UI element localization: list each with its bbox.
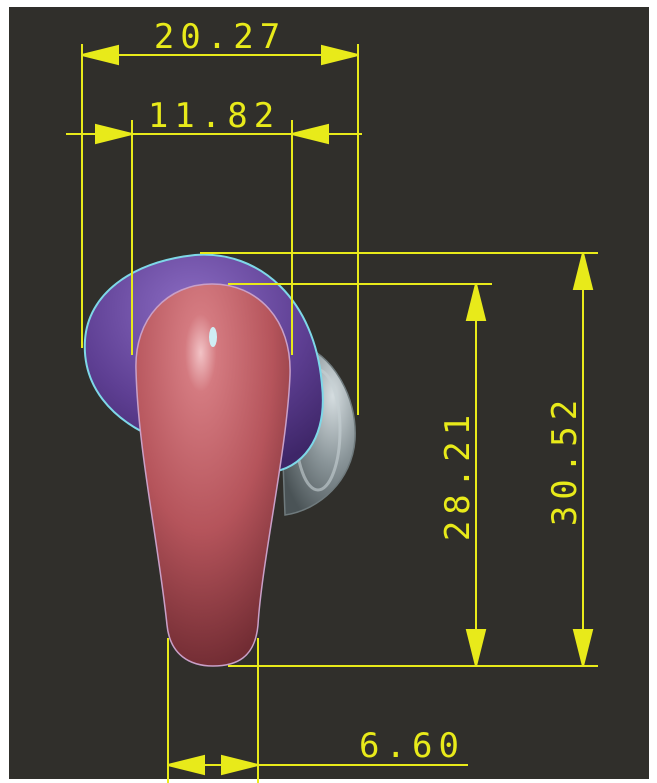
dim-label-30-52: 30.52 bbox=[545, 394, 585, 526]
earbud-model bbox=[83, 253, 356, 667]
arrow-6-60-right bbox=[221, 754, 259, 776]
dimension-lines bbox=[66, 44, 598, 783]
arrow-11-82-left bbox=[95, 123, 133, 145]
arrow-30-52-bottom bbox=[572, 629, 594, 667]
arrow-20-27-right bbox=[321, 44, 359, 66]
arrow-28-21-bottom bbox=[465, 629, 487, 667]
arrow-11-82-right bbox=[291, 123, 329, 145]
arrow-6-60-left bbox=[167, 754, 205, 776]
arrow-28-21-top bbox=[465, 283, 487, 321]
dimension-labels: 20.27 11.82 30.52 28.21 6.60 bbox=[148, 17, 585, 766]
red-stem-part bbox=[135, 283, 291, 667]
dim-label-20-27: 20.27 bbox=[154, 17, 286, 57]
dim-label-11-82: 11.82 bbox=[148, 96, 280, 136]
dim-label-28-21: 28.21 bbox=[438, 409, 478, 541]
arrow-20-27-left bbox=[81, 44, 119, 66]
arrow-30-52-top bbox=[572, 252, 594, 290]
dim-label-6-60: 6.60 bbox=[359, 726, 465, 766]
highlight-mark bbox=[209, 327, 217, 347]
